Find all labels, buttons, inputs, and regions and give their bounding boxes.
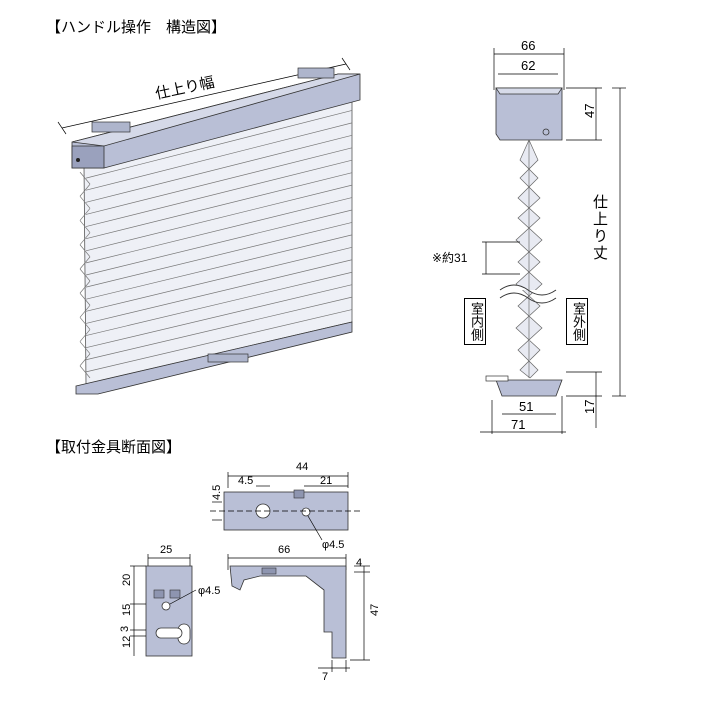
dim-bracket-side: 4.5: [211, 485, 223, 500]
pleat-line: [85, 110, 353, 179]
dim-front-width: 25: [160, 544, 172, 556]
side-bottom-rail: [495, 379, 563, 397]
pleat-line: [85, 209, 353, 276]
indoor-label: 室内側: [464, 298, 486, 345]
pleat-line: [85, 309, 353, 373]
width-label: 仕上り幅: [154, 74, 216, 103]
pleat-edge: [79, 341, 91, 354]
pleat-profile-left: [515, 139, 541, 379]
pleat-edge: [79, 171, 91, 185]
dim-section-foot: 7: [322, 671, 328, 683]
pleat-edge: [79, 183, 91, 197]
pleat-edge: [79, 317, 91, 330]
dim-bracket-hole: φ4.5: [322, 539, 344, 551]
bracket-section-view: 66 4 47 7: [227, 544, 381, 683]
dim-front-hole: φ4.5: [198, 585, 220, 597]
dim-bracket-right: 21: [320, 475, 332, 487]
dim-front-bottom: 12: [121, 636, 133, 648]
dim-front-top: 20: [121, 574, 133, 586]
pleat-line: [85, 259, 353, 324]
dim-section-lip: 4: [356, 557, 362, 569]
structure-heading: 【ハンドル操作 構造図】: [46, 18, 227, 36]
dim-bottom-height: 17: [582, 400, 597, 414]
pleat-profile-right: [517, 139, 543, 379]
pleat-edge: [79, 196, 91, 209]
height-label: 仕上り丈: [591, 194, 609, 262]
bracket-right: [297, 67, 335, 79]
pleated-fabric: [79, 97, 353, 385]
dim-outer-width: 66: [521, 38, 535, 53]
pleat-edge: [79, 232, 91, 245]
pleat-edge: [79, 268, 91, 282]
pleat-line: [85, 122, 353, 191]
dim-bracket-left-offset: 4.5: [238, 475, 253, 487]
pleat-edge: [79, 329, 91, 342]
dim-head-height: 47: [582, 104, 597, 118]
pleat-edge: [79, 244, 91, 258]
outdoor-label: 室外側: [566, 298, 588, 345]
pleat-edge: [79, 280, 91, 294]
pleat-line: [85, 159, 353, 227]
dim-front-mid: 15: [121, 604, 133, 616]
pleat-line: [85, 246, 353, 312]
dim-inner-width: 62: [521, 58, 535, 73]
dim-front-small: 3: [119, 626, 131, 632]
pleat-line: [85, 147, 353, 215]
bracket-section-profile: [229, 565, 347, 659]
pleat-line: [85, 296, 353, 361]
pleat-edge: [79, 292, 91, 306]
dim-section-length: 66: [278, 544, 290, 556]
shade-perspective: 仕上り幅: [57, 57, 361, 395]
pleat-line: [85, 234, 353, 300]
pleat-edge: [79, 256, 91, 270]
bracket-front-plate: [145, 565, 193, 657]
bracket-heading: 【取付金具断面図】: [46, 438, 182, 456]
pleat-line: [85, 184, 353, 252]
pleat-line: [85, 284, 353, 349]
side-head-box: [495, 87, 563, 141]
side-view: 66 62 47 ※約31 51: [432, 38, 626, 434]
pleat-edge: [79, 220, 91, 233]
pleat-edge: [79, 208, 91, 221]
pleat-line: [85, 134, 353, 203]
bracket-left: [91, 121, 131, 133]
dim-pleat-pitch: ※約31: [432, 250, 468, 265]
pleat-line: [85, 271, 353, 336]
pleat-line: [85, 172, 353, 240]
dim-bracket-total: 44: [296, 461, 308, 473]
pleat-line: [85, 222, 353, 288]
pleat-edge: [79, 353, 91, 367]
bracket-front-view: 25 φ4.5 20 15 3 12: [119, 544, 220, 657]
handle: [207, 353, 249, 363]
dim-overall-width: 71: [511, 417, 525, 432]
dim-bottom-width: 51: [519, 399, 533, 414]
pleat-edge: [79, 305, 91, 318]
pleat-line: [85, 197, 353, 264]
pleat-edge: [79, 365, 91, 379]
bracket-top-view: 44 4.5 21 4.5 φ4.5: [210, 461, 360, 551]
dim-section-height: 47: [369, 604, 381, 616]
